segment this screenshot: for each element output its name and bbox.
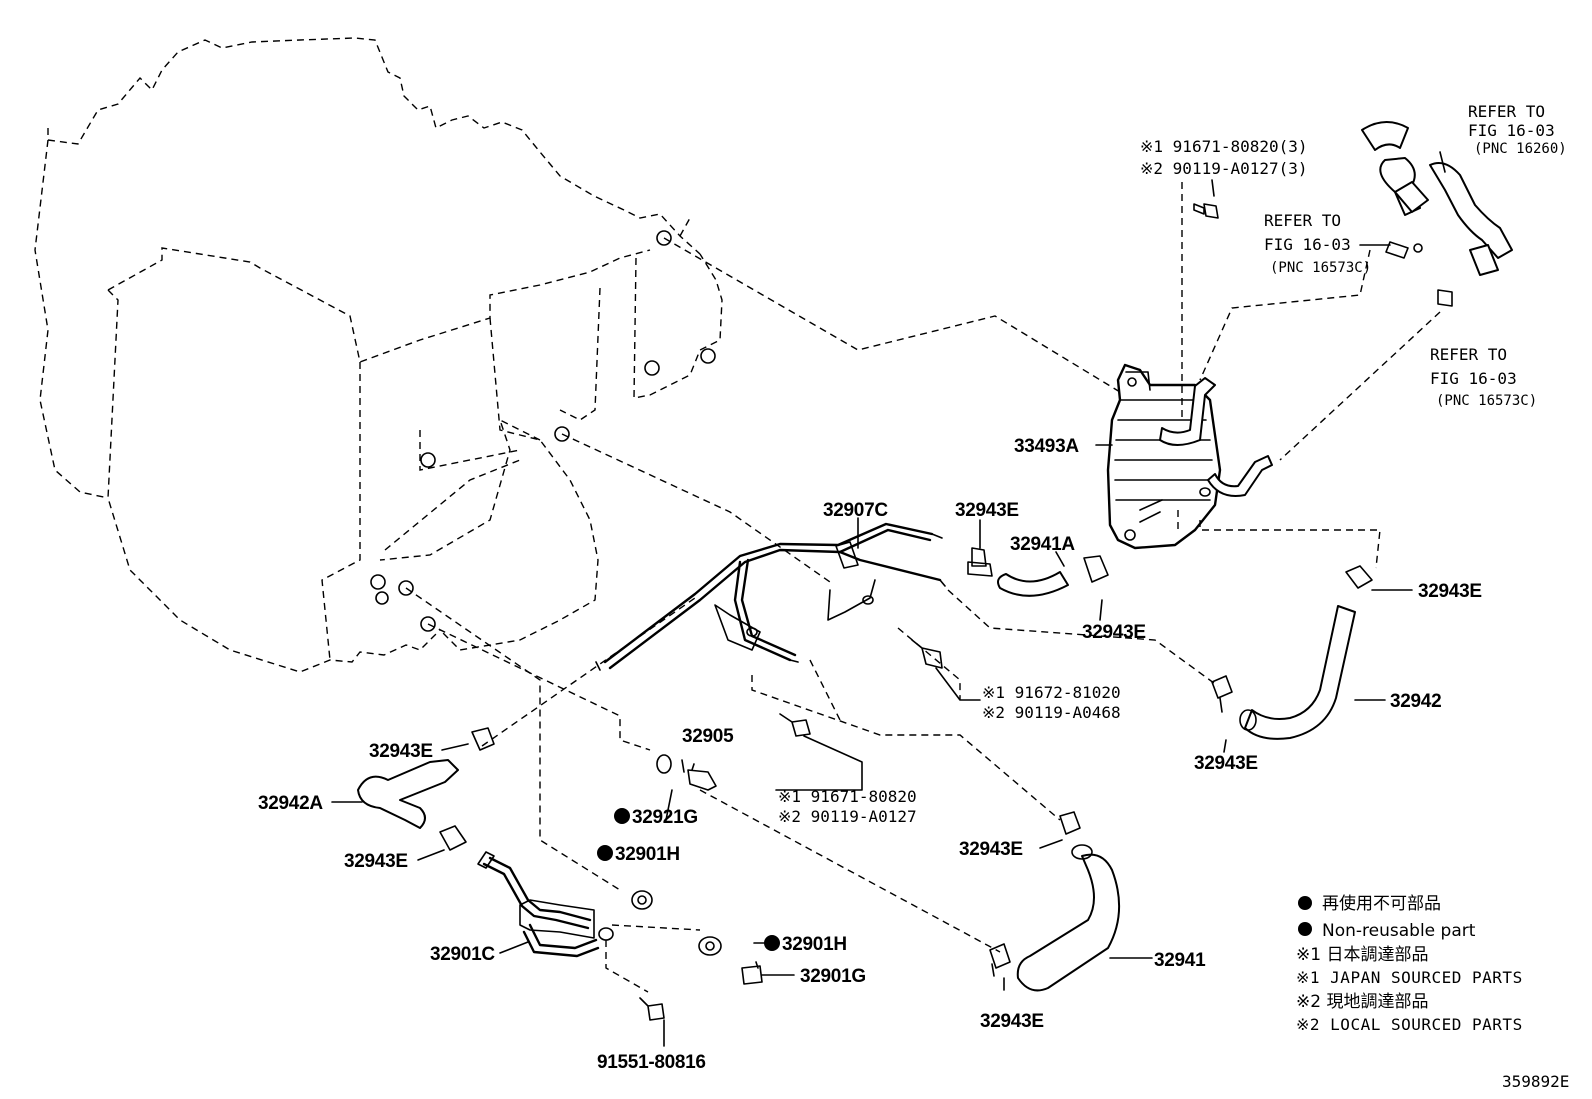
note-low-bolt-local: ※2 90119-A0127 bbox=[778, 807, 917, 826]
label-32901c: 32901C bbox=[430, 944, 495, 965]
label-91551-80816: 91551-80816 bbox=[597, 1052, 706, 1073]
label-32942a: 32942A bbox=[258, 793, 323, 814]
legend-local-en: ※2 LOCAL SOURCED PARTS bbox=[1296, 1015, 1523, 1034]
label-32901h: 32901H bbox=[615, 844, 680, 865]
transmission-case bbox=[34, 37, 723, 673]
refer-note-1-line2: FIG 16-03 bbox=[1468, 121, 1555, 140]
hose-32941a bbox=[997, 571, 1069, 597]
legend: 再使用不可部品 Non-reusable part ※1 日本調達部品 ※1 J… bbox=[1296, 893, 1523, 1034]
legend-dot bbox=[1298, 896, 1312, 910]
legend-local-jp: ※2 現地調達部品 bbox=[1296, 992, 1428, 1012]
label-32901g: 32901G bbox=[800, 966, 866, 987]
assembly-lines bbox=[405, 182, 1441, 993]
legend-non-reusable-en: Non-reusable part bbox=[1322, 921, 1476, 941]
label-32941: 32941 bbox=[1154, 950, 1206, 971]
label-33493a: 33493A bbox=[1014, 436, 1079, 457]
note-mid-bolt-japan: ※1 91672-81020 bbox=[982, 683, 1121, 702]
note-top-bolt-local: ※2 90119-A0127(3) bbox=[1140, 159, 1308, 178]
refer-note-1-line3: (PNC 16260) bbox=[1474, 141, 1567, 157]
hose-32941 bbox=[1016, 844, 1121, 992]
tube-32901c bbox=[477, 851, 614, 958]
label-32943e: 32943E bbox=[1082, 622, 1146, 643]
legend-japan-jp: ※1 日本調達部品 bbox=[1296, 945, 1428, 965]
legend-japan-en: ※1 JAPAN SOURCED PARTS bbox=[1296, 968, 1523, 987]
bolt-notes: ※1 91671-80820(3) ※2 90119-A0127(3) ※1 9… bbox=[778, 137, 1308, 826]
leader-lines bbox=[331, 179, 1413, 1047]
refer-note-3-line3: (PNC 16573C) bbox=[1436, 393, 1537, 409]
label-32921g: 32921G bbox=[632, 807, 698, 828]
refer-notes: REFER TO FIG 16-03 (PNC 16260) REFER TO … bbox=[1264, 102, 1567, 409]
label-32943e: 32943E bbox=[955, 500, 1019, 521]
label-32943e: 32943E bbox=[1194, 753, 1258, 774]
label-32943e: 32943E bbox=[369, 741, 433, 762]
hose-32942a bbox=[357, 759, 459, 829]
refer-note-3-line2: FIG 16-03 bbox=[1430, 369, 1517, 388]
non-reusable-dot bbox=[614, 808, 630, 824]
refer-note-2-line2: FIG 16-03 bbox=[1264, 235, 1351, 254]
note-low-bolt-japan: ※1 91671-80820 bbox=[778, 787, 917, 806]
figure-id: 359892E bbox=[1502, 1072, 1569, 1091]
label-32901h: 32901H bbox=[782, 934, 847, 955]
label-32941a: 32941A bbox=[1010, 534, 1075, 555]
label-32943e: 32943E bbox=[959, 839, 1023, 860]
tube-32907c bbox=[595, 522, 946, 671]
note-mid-bolt-local: ※2 90119-A0468 bbox=[982, 703, 1121, 722]
label-32943e: 32943E bbox=[344, 851, 408, 872]
label-32905: 32905 bbox=[682, 726, 734, 747]
label-32942: 32942 bbox=[1390, 691, 1441, 712]
label-32943e: 32943E bbox=[980, 1011, 1044, 1032]
legend-non-reusable-jp: 再使用不可部品 bbox=[1322, 893, 1441, 914]
non-reusable-markers bbox=[597, 808, 780, 951]
small-parts bbox=[439, 203, 1373, 1021]
label-32907c: 32907C bbox=[823, 500, 888, 521]
oil-cooler bbox=[1106, 363, 1273, 550]
refer-note-3-line1: REFER TO bbox=[1430, 345, 1507, 364]
non-reusable-dot bbox=[597, 845, 613, 861]
label-32943e: 32943E bbox=[1418, 581, 1482, 602]
refer-hoses bbox=[1361, 121, 1513, 307]
refer-note-2-line3: (PNC 16573C) bbox=[1270, 260, 1371, 276]
legend-dot bbox=[1298, 922, 1312, 936]
refer-note-2-line1: REFER TO bbox=[1264, 211, 1341, 230]
non-reusable-dot bbox=[764, 935, 780, 951]
note-top-bolt-japan: ※1 91671-80820(3) bbox=[1140, 137, 1308, 156]
refer-note-1-line1: REFER TO bbox=[1468, 102, 1545, 121]
hose-32942 bbox=[1239, 605, 1356, 740]
part-labels: 33493A 32907C 32943E 32941A 32943E 32943… bbox=[258, 436, 1482, 1073]
